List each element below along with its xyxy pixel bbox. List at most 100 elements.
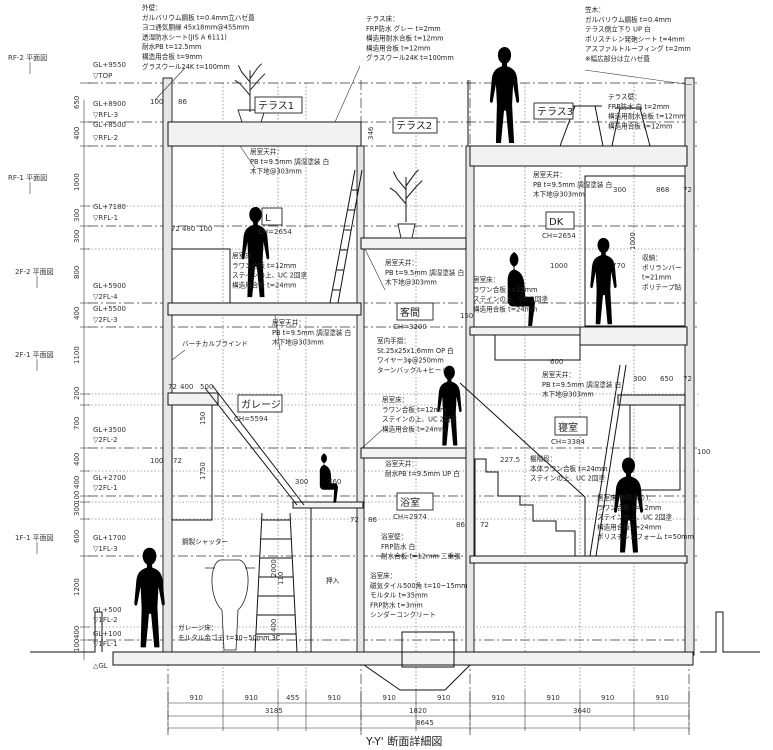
note-line: 構造用合板 t=24mm: [232, 280, 296, 289]
note-line: PB t=9.5mm 調湿塗装 白: [250, 157, 329, 166]
built-in-cabinet: [171, 248, 231, 304]
note-line: FRP防水 白: [381, 542, 415, 551]
note-line: ラワン合板 t=12mm: [473, 285, 537, 294]
note-line: 構造用合板 t=24mm: [473, 304, 537, 313]
note-line: 構造用合板 t=12mm: [366, 43, 430, 52]
note-line: 耐水PB t=12.5mm: [142, 42, 201, 51]
small-dimension: 72: [683, 186, 692, 194]
note-line: ポリスチレンフォーム t=50mm: [597, 533, 694, 541]
level-gl-label: GL+500: [93, 606, 122, 614]
height-dimension: 1000: [73, 173, 81, 191]
grid-dimension: 910: [190, 694, 203, 702]
room-name: 浴室: [400, 496, 420, 509]
note-line: シンダーコンクリート: [370, 610, 436, 619]
ground-line: [30, 611, 760, 653]
level-name-label: ▽2FL-4: [93, 293, 118, 301]
small-dimension: 100: [150, 98, 163, 106]
note-line: 浴室天井：: [385, 459, 418, 468]
room-label-box: [554, 416, 588, 436]
note-line: 木下地@303mm: [533, 190, 585, 199]
level-gl-label: GL+5900: [93, 282, 126, 290]
bath-ceiling-slab: [360, 447, 467, 459]
note-line: グラスウール24K t=100mm: [142, 62, 230, 71]
small-dimension: 600: [550, 358, 563, 366]
note-line: ※幅広部分は立ハゼ葺: [585, 54, 650, 63]
bath-foundation: [363, 664, 471, 691]
room-label-box: [396, 302, 434, 321]
small-dimension: 400: [270, 619, 278, 632]
height-dimension: 1100: [73, 346, 81, 364]
small-dimension: 72: [173, 457, 182, 465]
living-ladder-rail: [337, 169, 363, 304]
small-dimension: 2000: [270, 559, 278, 577]
small-dimension: 150: [460, 312, 473, 320]
grid-dimension: 910: [328, 694, 341, 702]
garage-ladder-rail: [211, 384, 305, 506]
room-name: 寝室: [558, 421, 578, 434]
plan-marker-label: 2F-1 平面図: [15, 351, 54, 359]
height-dimension: 300: [73, 209, 81, 222]
note-line: 居室天井：: [542, 370, 575, 379]
note-line: ワイヤー3φ@250mm: [377, 357, 444, 365]
note-line: 磁気タイル500角 t=10~15mm: [370, 581, 468, 590]
small-dimension: 86: [178, 98, 187, 106]
terrace-2-slab: [360, 237, 467, 250]
leader-line: [361, 429, 383, 449]
note-line: 構造用合板 t=9mm: [142, 52, 202, 61]
level-name-label: ▽2FL-3: [93, 316, 118, 324]
level-name-label: ▽RFL-2: [93, 134, 118, 142]
small-dimension: 868: [656, 186, 669, 194]
note-line: ポリランバー: [642, 264, 682, 272]
note-line: 居室床：: [473, 275, 499, 284]
level-name-label: ▽1FL-1: [93, 640, 118, 648]
height-dimension: 300: [73, 503, 81, 516]
ceiling-height: CH=2974: [393, 513, 427, 521]
ceiling-height: CH=5594: [234, 415, 268, 423]
note-line: FRP防水 t=3mm: [370, 600, 423, 609]
level-name-label: ▽RFL-1: [93, 214, 118, 222]
small-dimension: 72: [171, 225, 180, 233]
small-dimension: 300: [633, 375, 646, 383]
height-dimension: 650: [73, 96, 81, 109]
subtotal-dimension: 1820: [409, 707, 427, 715]
grid-dimension: 455: [286, 694, 299, 702]
subtotal-dimension: 3185: [265, 707, 283, 715]
note-line: ポリテープ貼: [642, 282, 682, 291]
subtotal-dimension: 3640: [573, 707, 591, 715]
room-name: L: [265, 213, 271, 224]
note-line: ターンバックル+ヒートン: [377, 365, 455, 374]
note-line: ラワン合板 t=12mm: [232, 261, 296, 270]
height-dimension: 400: [73, 476, 81, 489]
note-line: t=21mm: [642, 274, 671, 282]
note-line: 構造用耐水合板 t=12mm: [366, 34, 444, 43]
small-dimension: 72: [350, 516, 359, 524]
ground-level-label: △GL: [93, 662, 108, 670]
note-line: 鋼製シャッター: [182, 537, 228, 546]
level-gl-label: GL+100: [93, 630, 122, 638]
note-line: 居室天井：: [272, 318, 305, 327]
drawing-title: Y-Y' 断面詳細図: [365, 734, 442, 748]
note-line: PB t=9.5mm 調湿塗装 白: [272, 328, 351, 337]
small-dimension: 760: [328, 478, 341, 486]
note-line: テラス床：: [366, 14, 399, 23]
room-name: DK: [549, 217, 564, 228]
note-line: 構造用耐水合板 t=12mm: [608, 112, 686, 121]
note-line: 居室床：: [382, 395, 408, 404]
interior-wall-2: [465, 145, 475, 653]
floor-slab-2fl-3: [167, 302, 362, 316]
plan-marker-label: 1F-1 平面図: [15, 534, 54, 542]
level-name-label: ▽2FL-2: [93, 436, 118, 444]
level-name-label: ▽1FL-2: [93, 616, 118, 624]
note-line: 構造用合板 t=12mm: [608, 121, 672, 130]
note-line: 浴室壁：: [381, 532, 407, 541]
room-name: 客間: [400, 306, 420, 319]
garage-ladder-rail: [204, 387, 298, 506]
level-gl-label: GL+8500: [93, 121, 126, 129]
height-dimension: 400: [73, 453, 81, 466]
height-dimension: 400: [73, 127, 81, 140]
note-line: バーチカルブラインド: [182, 339, 248, 348]
roof-slab-terrace-3: [469, 145, 688, 167]
person-silhouette-icon: [134, 547, 165, 648]
note-line: 室内手摺：: [377, 336, 410, 345]
ceiling-height: CH=3384: [551, 438, 585, 446]
